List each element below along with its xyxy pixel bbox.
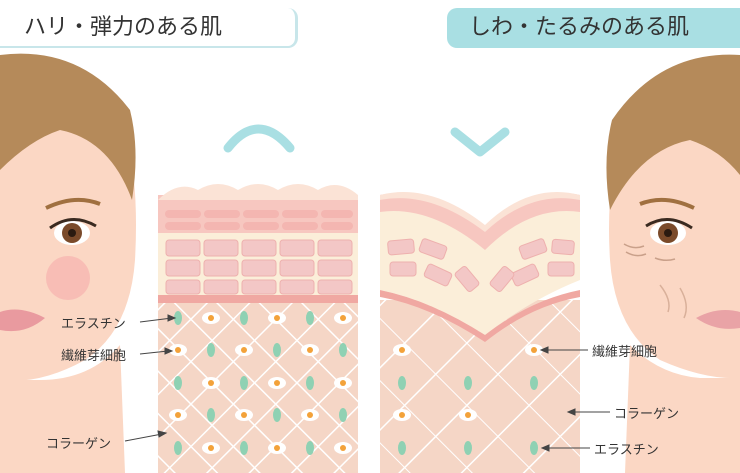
smile-arc	[223, 124, 295, 153]
firm-skin-cross-section	[158, 184, 358, 473]
young-face	[0, 53, 136, 473]
label-elastin-right: エラスチン	[594, 443, 659, 458]
title-firm-skin: ハリ・弾力のある肌	[0, 8, 298, 48]
aged-face	[606, 54, 740, 473]
title-wrinkled-skin: しわ・たるみのある肌	[447, 8, 740, 48]
label-fibroblast-left: 繊維芽細胞	[61, 349, 127, 364]
label-collagen-right: コラーゲン	[614, 407, 680, 422]
wrinkled-skin-cross-section	[380, 191, 580, 473]
label-fibroblast-right: 繊維芽細胞	[592, 345, 658, 360]
label-collagen-left: コラーゲン	[46, 437, 112, 452]
frown-chevron	[450, 127, 510, 157]
label-elastin-left: エラスチン	[61, 317, 126, 332]
leader-lines	[124, 314, 610, 452]
